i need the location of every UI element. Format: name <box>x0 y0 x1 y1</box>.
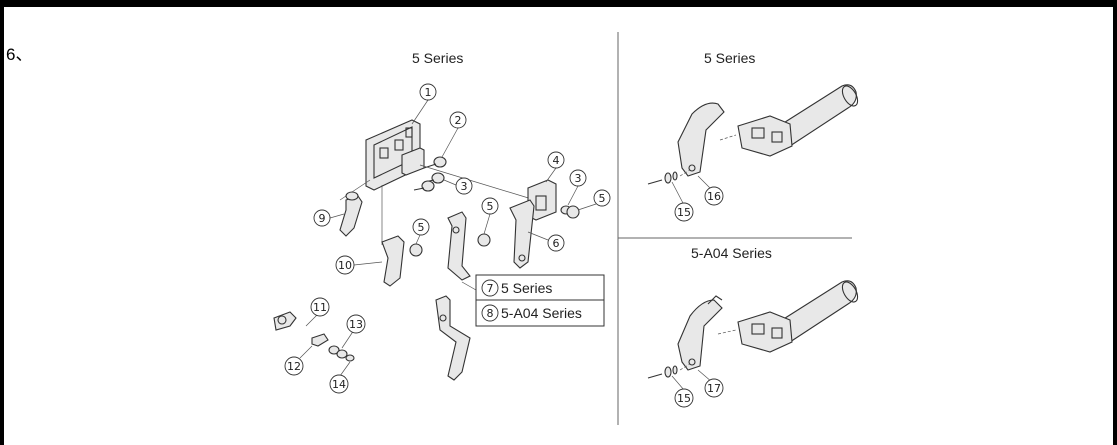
callout-1: 1 <box>419 83 437 101</box>
right-bottom-panel-title: 5-A04 Series <box>691 245 772 261</box>
main-block-part <box>365 99 429 191</box>
svg-text:4: 4 <box>553 154 560 167</box>
svg-text:5: 5 <box>599 192 606 205</box>
svg-text:16: 16 <box>707 190 721 203</box>
svg-text:5: 5 <box>418 221 425 234</box>
svg-text:11: 11 <box>313 301 327 314</box>
svg-text:6: 6 <box>553 237 560 250</box>
callout-14: 14 <box>329 374 349 394</box>
svg-text:2: 2 <box>455 114 462 127</box>
callout-5c: 5 <box>593 189 611 207</box>
right-top-assembly: 15 16 <box>647 84 859 222</box>
svg-text:9: 9 <box>319 212 326 225</box>
callout-17: 17 <box>704 378 724 398</box>
right-top-panel-title: 5 Series <box>704 50 755 66</box>
svg-text:15: 15 <box>677 392 691 405</box>
callout-4: 4 <box>547 151 565 169</box>
legend-row-7: 7 5 Series <box>481 279 552 297</box>
svg-text:1: 1 <box>425 86 432 99</box>
callout-12: 12 <box>284 356 304 376</box>
callout-15b: 15 <box>674 388 694 408</box>
callout-11: 11 <box>310 297 330 317</box>
svg-text:5-A04 Series: 5-A04 Series <box>501 305 582 321</box>
left-panel-title: 5 Series <box>412 50 463 66</box>
left-exploded-view: 1 2 3 4 3 5 5 5 6 9 10 11 12 13 14 7 5 S… <box>273 83 611 394</box>
series-legend-box: 7 5 Series 8 5-A04 Series <box>475 274 605 327</box>
svg-text:12: 12 <box>287 360 301 373</box>
svg-text:7: 7 <box>487 282 494 295</box>
svg-text:13: 13 <box>349 318 363 331</box>
callout-3: 3 <box>455 177 473 195</box>
step-label: 6、 <box>6 45 33 64</box>
callout-2: 2 <box>449 111 467 129</box>
callout-6: 6 <box>547 234 565 252</box>
svg-text:3: 3 <box>461 180 468 193</box>
right-bottom-assembly: 15 17 <box>647 280 859 408</box>
svg-text:10: 10 <box>338 259 352 272</box>
svg-text:5 Series: 5 Series <box>501 280 552 296</box>
svg-text:17: 17 <box>707 382 721 395</box>
legend-row-8: 8 5-A04 Series <box>481 304 582 322</box>
callout-9: 9 <box>313 209 331 227</box>
callout-3b: 3 <box>569 169 587 187</box>
svg-text:15: 15 <box>677 206 691 219</box>
svg-text:3: 3 <box>575 172 582 185</box>
callout-5b: 5 <box>481 197 499 215</box>
callout-13: 13 <box>346 314 366 334</box>
callout-5a: 5 <box>412 218 430 236</box>
callout-16: 16 <box>704 186 724 206</box>
screw-parts <box>413 127 459 192</box>
svg-text:14: 14 <box>332 378 346 391</box>
svg-text:8: 8 <box>487 307 494 320</box>
callout-15a: 15 <box>674 202 694 222</box>
callout-10: 10 <box>335 255 355 275</box>
small-parts-cluster <box>273 311 355 377</box>
svg-text:5: 5 <box>487 200 494 213</box>
